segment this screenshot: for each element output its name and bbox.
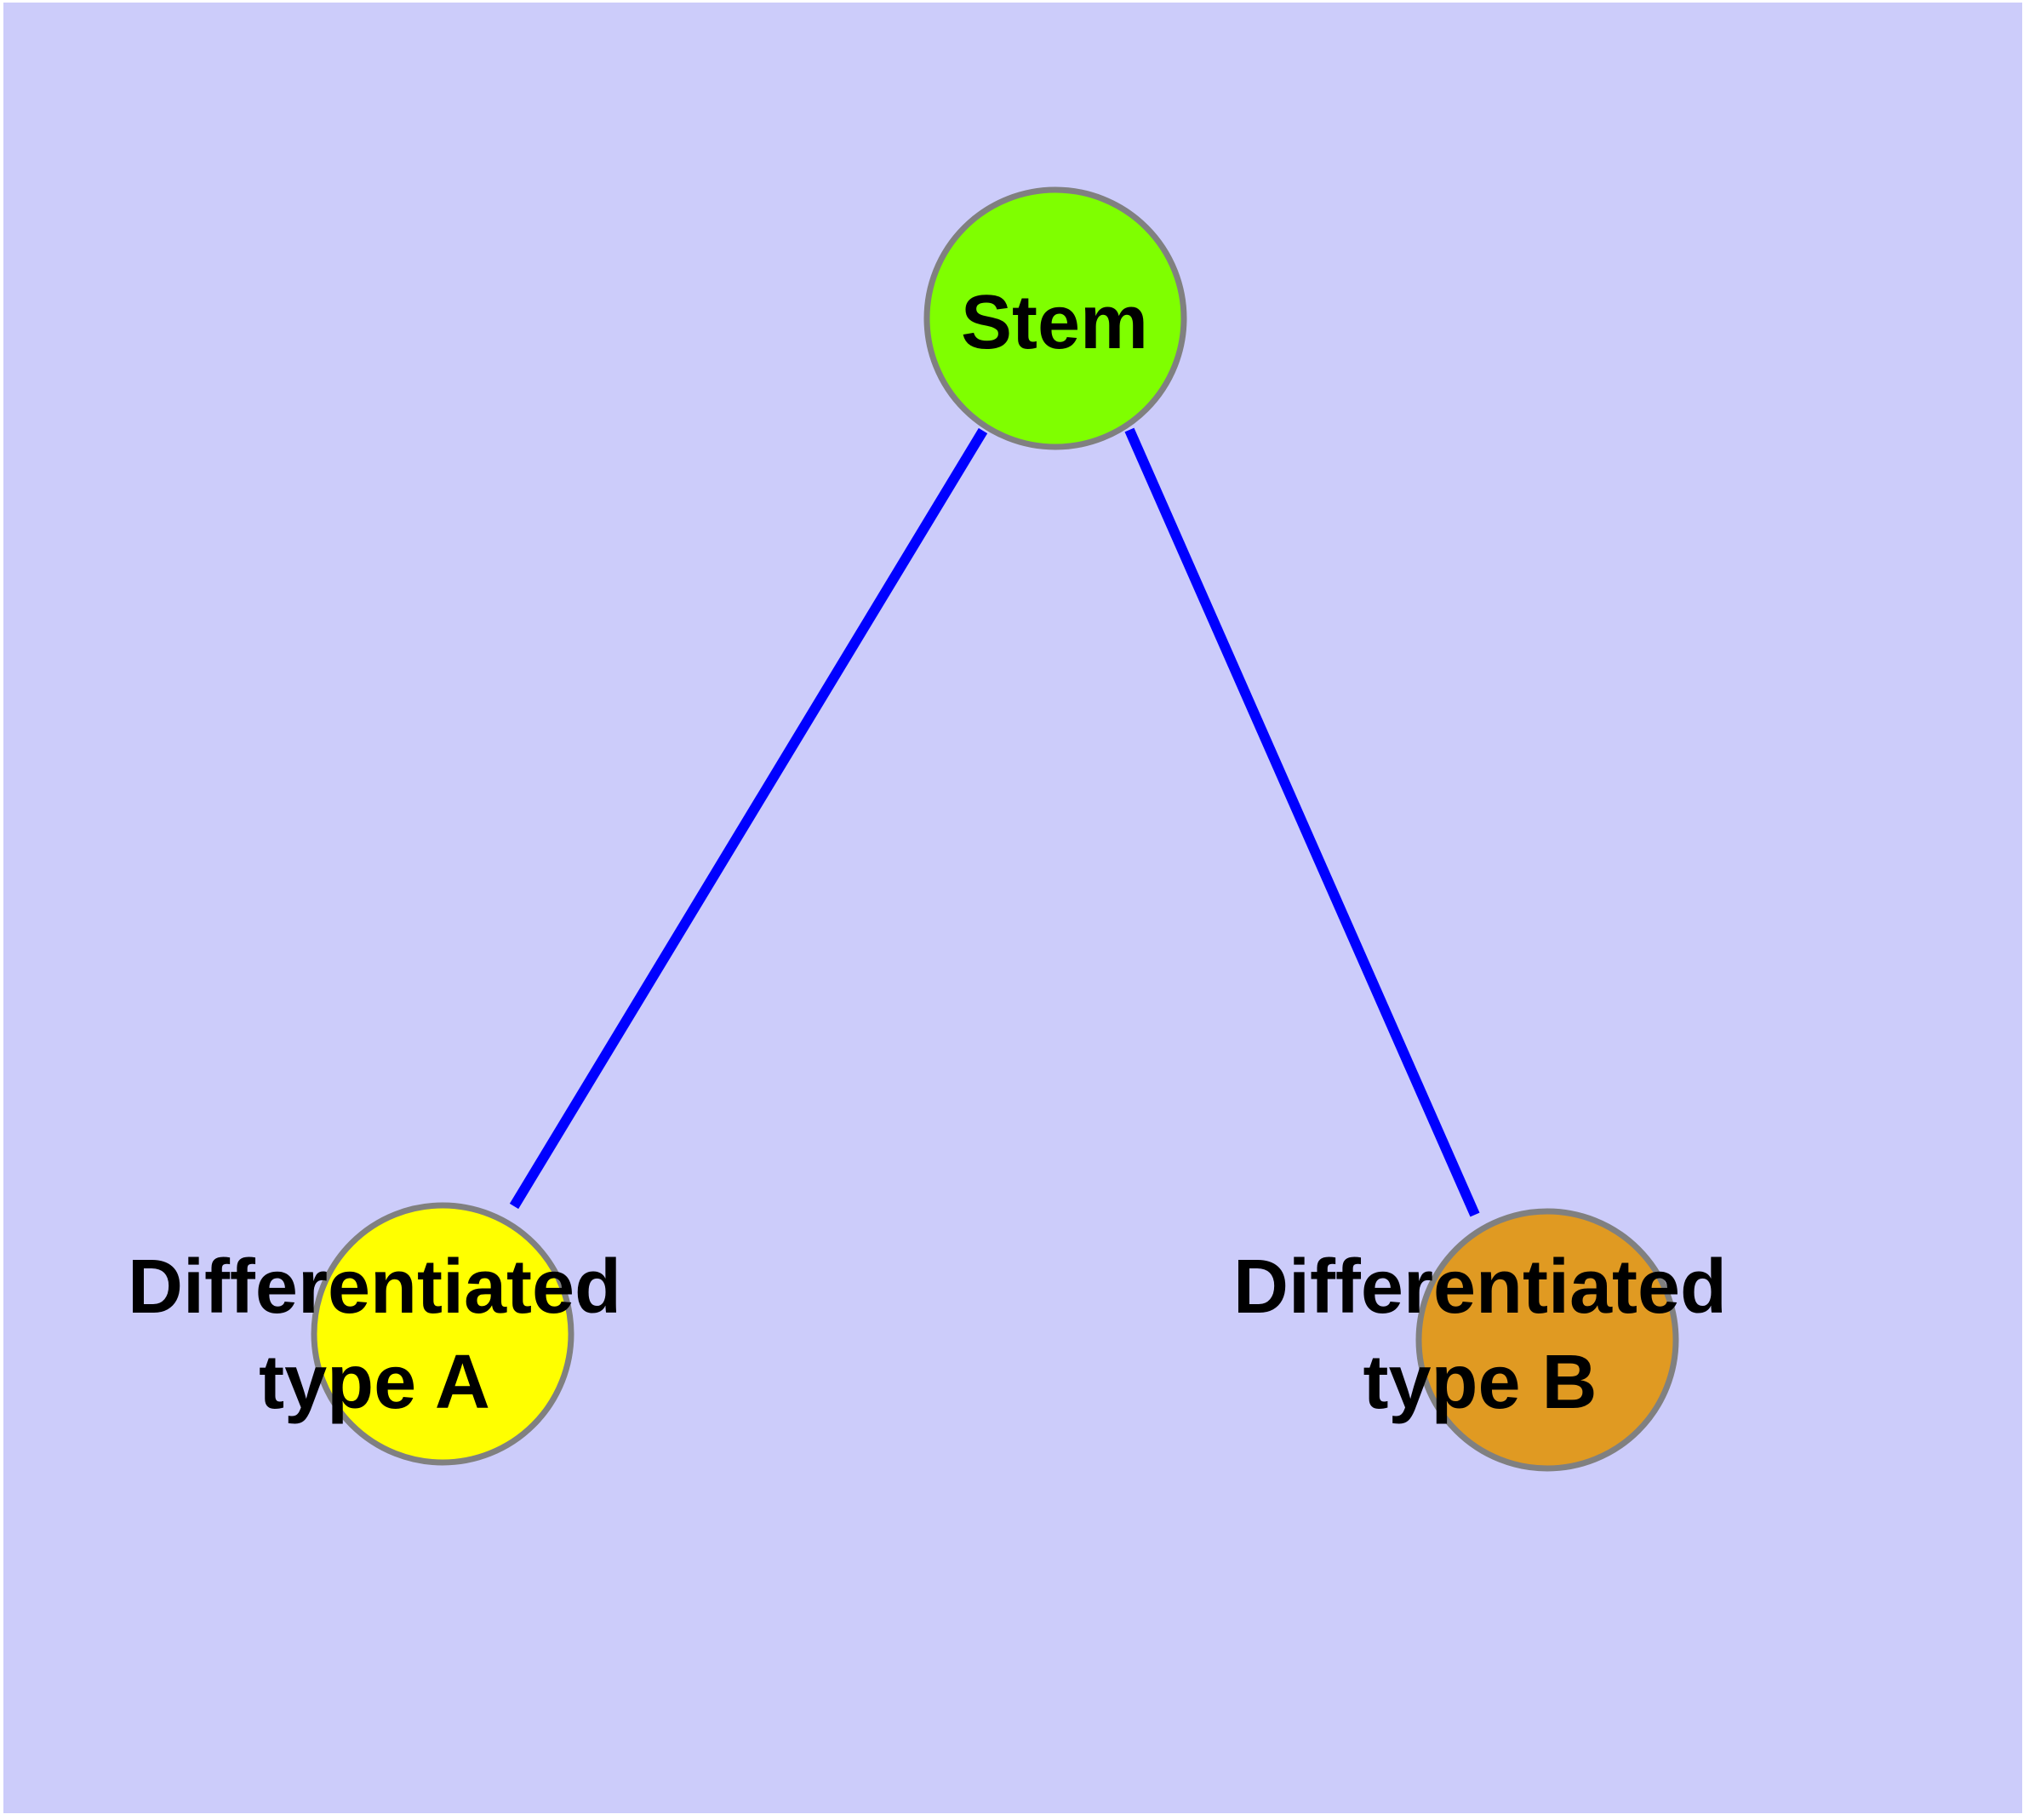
edge-stem-to-differentiated-type-b[interactable] bbox=[1124, 427, 1480, 1217]
node-differentiated-type-b-label-line2: type B bbox=[1363, 1340, 1597, 1425]
node-stem-circle[interactable] bbox=[923, 186, 1187, 450]
node-differentiated-type-a-label-line1: Differentiated bbox=[128, 1245, 621, 1330]
node-differentiated-type-b-label-line1: Differentiated bbox=[1233, 1245, 1727, 1330]
edge-stem-to-differentiated-type-a[interactable] bbox=[509, 427, 988, 1210]
edge-group bbox=[509, 427, 1480, 1217]
node-stem-label: Stem bbox=[961, 280, 1148, 365]
node-group bbox=[311, 186, 1679, 1472]
node-differentiated-type-b-circle[interactable] bbox=[1415, 1208, 1679, 1472]
node-differentiated-type-a-circle[interactable] bbox=[311, 1202, 574, 1466]
node-label-group: Stem Differentiated type A Differentiate… bbox=[128, 280, 1727, 1425]
node-differentiated-type-a-label-line2: type A bbox=[259, 1340, 490, 1425]
